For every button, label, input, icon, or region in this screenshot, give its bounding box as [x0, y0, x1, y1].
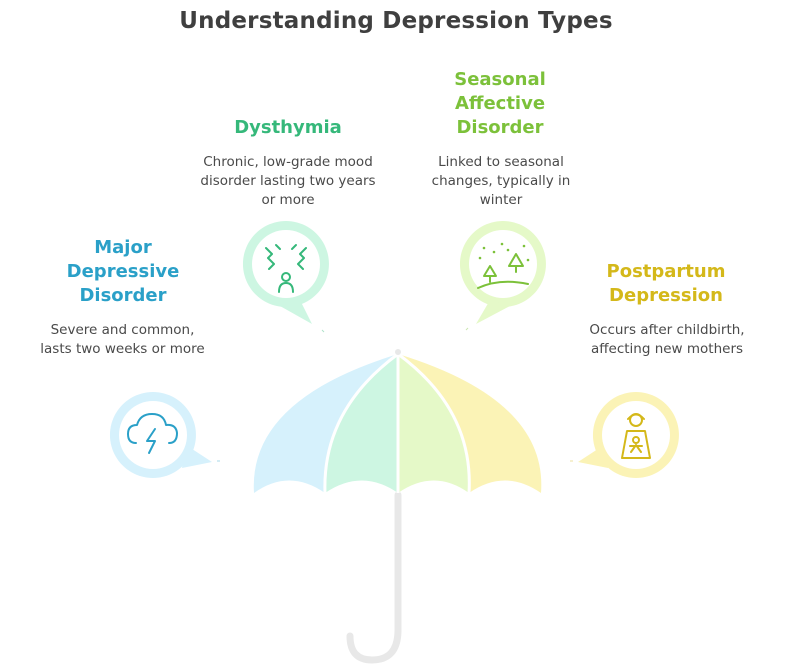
postpartum-bubble [578, 392, 679, 478]
major-depressive-description: Severe and common, lasts two weeks or mo… [40, 322, 205, 357]
snowy-trees-icon [477, 253, 529, 289]
mother-child-icon [621, 413, 651, 459]
umbrella-panel-mint [324, 354, 398, 493]
page-title: Understanding Depression Types [179, 8, 613, 34]
seasonal-bubble [459, 221, 546, 324]
snowflake-dots [478, 242, 530, 262]
dysthymia-description: Chronic, low-grade mood disorder lasting… [200, 154, 376, 208]
umbrella-panel-blue [253, 354, 398, 493]
person-in-storm-icon [265, 244, 307, 293]
storm-cloud-icon [127, 413, 178, 454]
seasonal-description: Linked to seasonal changes, typically in… [431, 154, 571, 208]
dysthymia-bubble [242, 221, 329, 324]
postpartum-description: Occurs after childbirth, affecting new m… [589, 322, 745, 357]
umbrella-panel-yellow [398, 354, 542, 493]
umbrella-panel-lime [398, 354, 470, 493]
seasonal-heading: Seasonal Affective Disorder [454, 69, 546, 138]
major-depressive-bubble [109, 392, 212, 478]
postpartum-heading: Postpartum Depression [606, 261, 726, 306]
umbrella-handle [346, 491, 402, 664]
dysthymia-heading: Dysthymia [234, 117, 342, 138]
major-depressive-heading: Major Depressive Disorder [66, 237, 180, 306]
